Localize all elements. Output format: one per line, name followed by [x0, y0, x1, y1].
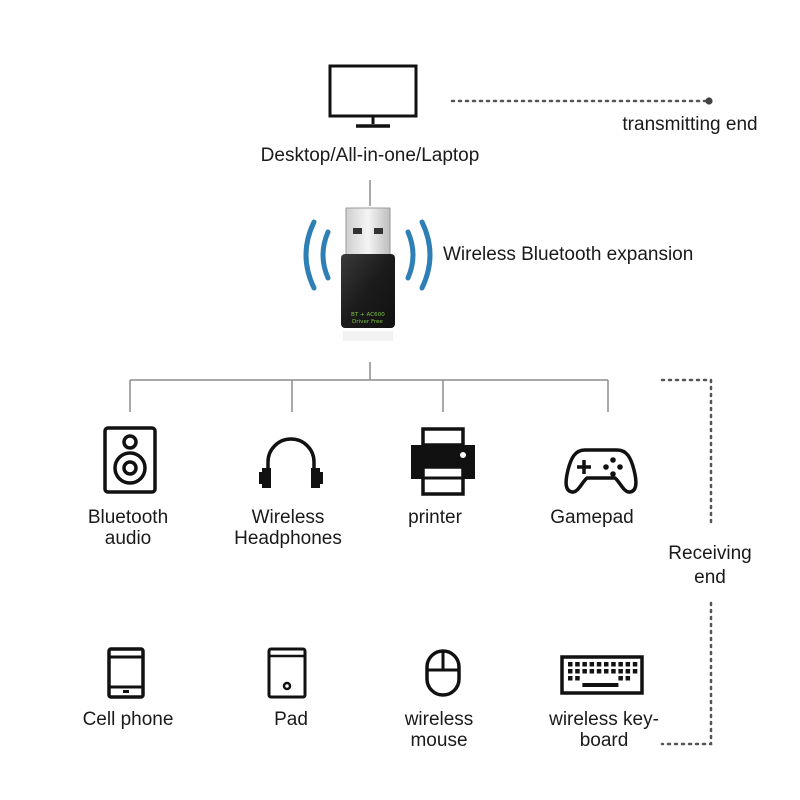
- receiving-label-line-2: end: [694, 567, 726, 588]
- printer-icon: [411, 427, 475, 496]
- cell-phone-icon: [107, 647, 145, 699]
- adapter-body: [341, 254, 395, 328]
- device-label-printer: printer: [365, 507, 505, 528]
- receiving-label: Receiving end: [650, 542, 770, 590]
- transmitting-dot: [705, 97, 713, 105]
- device-label-line: Bluetooth: [87, 507, 169, 528]
- usb-bluetooth-adapter-icon: BT + AC600 Driver Free: [303, 207, 433, 341]
- adapter-label: Wireless Bluetooth expansion: [443, 244, 694, 265]
- device-label-wireless-keyboard: wireless key- board: [524, 709, 684, 751]
- speaker-icon: [103, 426, 157, 494]
- device-label-bluetooth-audio: Bluetooth audio: [58, 507, 198, 549]
- signal-wave-right-inner: [405, 229, 416, 281]
- device-label-line: Headphones: [234, 528, 342, 549]
- signal-wave-left-outer: [303, 219, 317, 291]
- usb-plug: [345, 207, 391, 257]
- receiving-bracket-top: [660, 378, 713, 525]
- device-label-line: mouse: [410, 730, 468, 751]
- monitor-icon: [328, 64, 418, 128]
- receiving-label-line-1: Receiving: [668, 543, 752, 564]
- device-label-line: Gamepad: [550, 507, 634, 528]
- device-label-gamepad: Gamepad: [522, 507, 662, 528]
- device-label-line: Wireless: [251, 507, 325, 528]
- source-label: Desktop/All-in-one/Laptop: [260, 145, 480, 166]
- device-label-line: board: [579, 730, 629, 751]
- adapter-print-line-2: Driver Free: [352, 319, 383, 325]
- device-label-line: Pad: [274, 709, 308, 730]
- tablet-icon: [267, 647, 307, 699]
- headphones-icon: [259, 437, 323, 488]
- signal-wave-left-inner: [320, 229, 331, 281]
- device-label-line: wireless: [404, 709, 474, 730]
- device-label-wireless-headphones: Wireless Headphones: [213, 507, 363, 549]
- keyboard-icon: [560, 655, 644, 695]
- device-label-pad: Pad: [221, 709, 361, 730]
- receiving-bracket-bottom: [660, 601, 713, 746]
- device-label-line: printer: [408, 507, 462, 528]
- device-label-wireless-mouse: wireless mouse: [369, 709, 509, 751]
- gamepad-icon: [564, 448, 638, 494]
- device-label-line: Cell phone: [82, 709, 174, 730]
- signal-wave-right-outer: [419, 219, 433, 291]
- adapter-print-line-1: BT + AC600: [351, 312, 385, 318]
- device-label-line: wireless key-: [549, 709, 659, 730]
- transmitting-label: transmitting end: [622, 114, 758, 135]
- mouse-icon: [425, 649, 461, 697]
- device-label-cell-phone: Cell phone: [58, 709, 198, 730]
- device-label-line: audio: [104, 528, 152, 549]
